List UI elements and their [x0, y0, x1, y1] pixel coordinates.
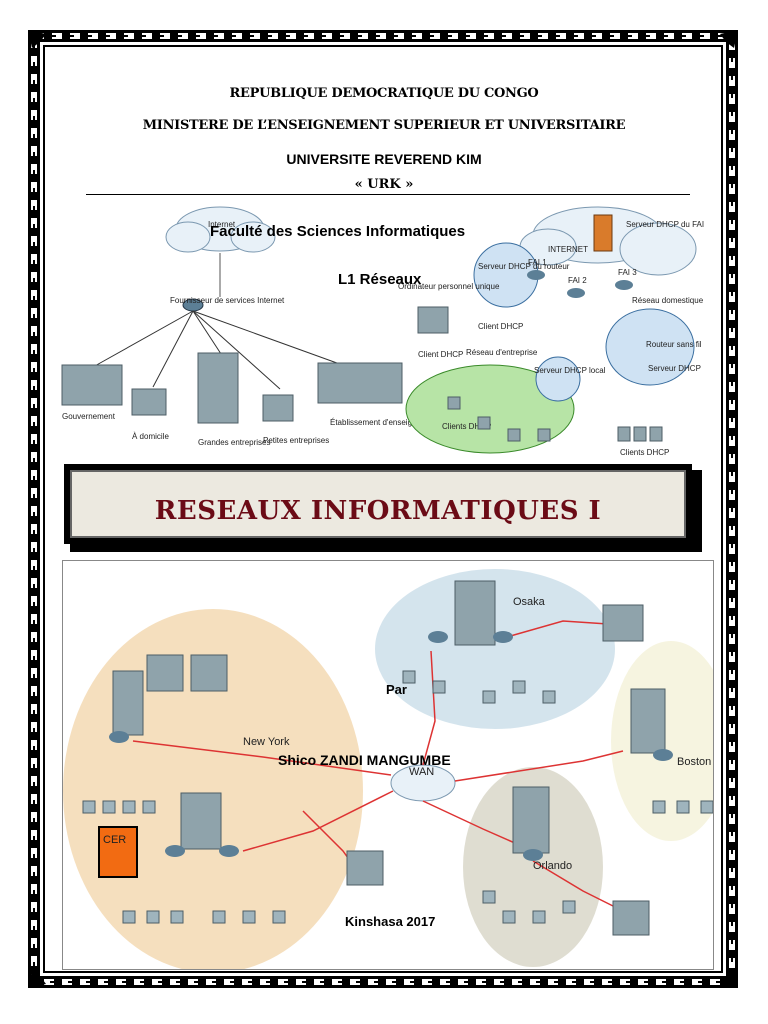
university-acronym: « URK »: [354, 177, 414, 192]
isp-dhcp-label: Serveur DHCP du FAI: [626, 220, 704, 229]
large-company-icon: [197, 352, 239, 424]
cer-label: CER: [103, 834, 126, 846]
home-label: À domicile: [132, 432, 169, 441]
top-network-diagram: Internet Fournisseur de services Interne…: [58, 197, 727, 460]
dhcp-clients-label-2: Clients DHCP: [620, 448, 669, 457]
university-heading: UNIVERSITE REVEREND KIM: [286, 151, 482, 167]
dhcp-clients-label: Clients DHCP: [442, 422, 491, 431]
orlando-building-icon: [512, 786, 550, 854]
fai1-router-icon: [527, 270, 545, 280]
government-label: Gouvernement: [62, 412, 116, 421]
local-dhcp-label: Serveur DHCP local: [534, 366, 606, 375]
dhcp-server-label: Serveur DHCP: [648, 364, 701, 373]
ny-home-2-icon: [190, 654, 228, 692]
wireless-router-label: Routeur sans fil: [646, 340, 702, 349]
isp-dhcp-server-icon: [593, 214, 613, 252]
fai3-label: FAI 3: [618, 268, 637, 277]
document-title: RESEAUX INFORMATIQUES I: [154, 496, 602, 526]
provider-label: Fournisseur de services Internet: [170, 296, 285, 305]
orlando-home-icon: [612, 900, 650, 936]
by-label: Par: [386, 682, 407, 697]
ny-building-1-icon: [112, 670, 144, 736]
osaka-home-icon: [602, 604, 644, 642]
faculty-title: Faculté des Sciences Informatiques: [210, 223, 466, 240]
home-network-label: Réseau domestique / PME: [632, 296, 704, 305]
internet-cloud-icon: [165, 206, 276, 253]
ny-home-1-icon: [146, 654, 184, 692]
single-pc-home-icon: [417, 306, 449, 334]
new-york-label: New York: [243, 736, 290, 748]
fai2-label: FAI 2: [568, 276, 587, 285]
small-company-label: Petites entreprises: [263, 436, 329, 445]
enterprise-network-label: Réseau d'entreprise: [466, 348, 538, 357]
small-company-icon: [262, 394, 294, 422]
ny-remote-home-icon: [346, 850, 384, 886]
ministry-heading: MINISTERE DE L’ENSEIGNEMENT SUPERIEUR ET…: [142, 118, 626, 133]
fai3-router-icon: [615, 280, 633, 290]
orlando-label: Orlando: [533, 860, 572, 872]
government-building-icon: [61, 364, 123, 406]
page-border: [28, 30, 738, 988]
fai1-label: FAI 1: [528, 258, 547, 267]
personal-computer-label: Ordinateur personnel unique: [398, 282, 500, 291]
school-label: Établissement d'enseignement: [330, 418, 439, 427]
osaka-building-icon: [454, 580, 496, 646]
client-dhcp-label-1: Client DHCP: [478, 322, 523, 331]
internet-label: Internet: [208, 220, 236, 229]
bottom-network-diagram: WAN: [62, 560, 714, 970]
boston-label: Boston: [677, 756, 711, 768]
header-rule: [86, 194, 690, 195]
boston-building-icon: [630, 688, 666, 754]
ny-building-2-icon: [180, 792, 222, 850]
school-building-icon: [317, 362, 403, 404]
enterprise-network-zone: [405, 364, 575, 454]
router-dhcp-label: Serveur DHCP du routeur: [478, 262, 570, 271]
orlando-zone: [463, 767, 603, 967]
cer-box: [98, 826, 138, 878]
wan-label: WAN: [409, 766, 434, 778]
osaka-label: Osaka: [513, 596, 546, 608]
level-label: L1 Réseaux: [338, 271, 422, 288]
author-name: Shico ZANDI MANGUMBE: [278, 752, 451, 768]
home-network-zone: [605, 308, 695, 386]
large-company-label: Grandes entreprises: [198, 438, 270, 447]
internet-caps-label: INTERNET: [548, 245, 588, 254]
home-icon: [131, 388, 167, 416]
fai2-router-icon: [567, 288, 585, 298]
place-date: Kinshasa 2017: [345, 914, 436, 929]
title-box: RESEAUX INFORMATIQUES I: [64, 464, 692, 544]
client-dhcp-label-2: Client DHCP: [418, 350, 463, 359]
country-heading: REPUBLIQUE DEMOCRATIQUE DU CONGO: [229, 86, 539, 101]
